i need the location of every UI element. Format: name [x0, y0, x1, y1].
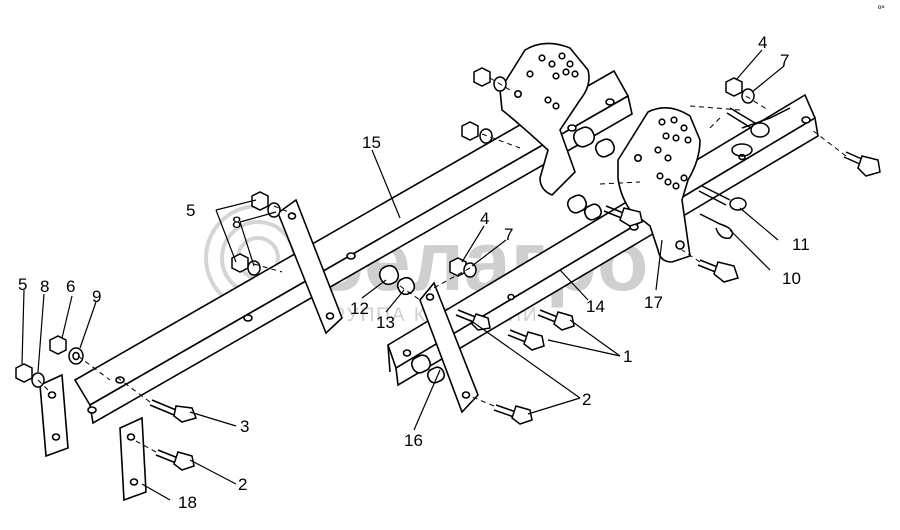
plate-16 [419, 281, 479, 414]
corner-mark: º° [878, 4, 885, 14]
callout-14: 14 [586, 297, 605, 316]
callout-17: 17 [644, 293, 663, 312]
plate-18 [119, 416, 147, 502]
callout-7-left: 7 [504, 225, 513, 244]
callout-8-lower: 8 [40, 277, 49, 296]
bolt-2-upper [493, 404, 533, 425]
bolt-2-lower [155, 449, 195, 471]
callout-4-right: 4 [758, 33, 767, 52]
bolt-mid [603, 205, 643, 227]
callout-18: 18 [178, 493, 197, 512]
pins-clips [698, 107, 791, 240]
callout-9: 9 [92, 287, 101, 306]
callout-4-left: 4 [480, 209, 489, 228]
callout-1: 1 [623, 347, 632, 366]
callout-7-right: 7 [780, 51, 789, 70]
callout-8-upper: 8 [232, 213, 241, 232]
plate-17 [617, 107, 701, 263]
callout-3: 3 [240, 417, 249, 436]
bolt-1-b [537, 309, 575, 331]
assembly-lines [37, 77, 847, 453]
callout-2-right: 2 [582, 390, 591, 409]
nuts-washers [15, 67, 755, 388]
bolt-right-lower [697, 259, 739, 283]
beam-14 [387, 93, 819, 387]
plate-17-rear [499, 42, 590, 196]
callout-2-left: 2 [238, 475, 247, 494]
plate-middle [277, 198, 343, 335]
plate-left [39, 373, 69, 458]
bolt-1-a [507, 329, 545, 351]
beam-15 [73, 69, 633, 425]
callout-16: 16 [404, 431, 423, 450]
callout-5-lower: 5 [18, 275, 27, 294]
leader-lines [21, 49, 785, 501]
spacers [378, 126, 616, 384]
callout-10: 10 [782, 269, 801, 288]
callouts: 1 2 2 3 4 4 5 5 6 7 7 8 8 9 10 11 12 13 … [18, 33, 810, 512]
callout-5-upper: 5 [186, 201, 195, 220]
bolts [149, 151, 881, 471]
callout-11: 11 [792, 235, 810, 254]
callout-6: 6 [66, 277, 75, 296]
callout-12: 12 [350, 299, 369, 318]
bolt-3 [149, 399, 198, 423]
callout-13: 13 [376, 313, 395, 332]
bolt-right-upper [843, 151, 881, 177]
callout-15: 15 [362, 133, 381, 152]
